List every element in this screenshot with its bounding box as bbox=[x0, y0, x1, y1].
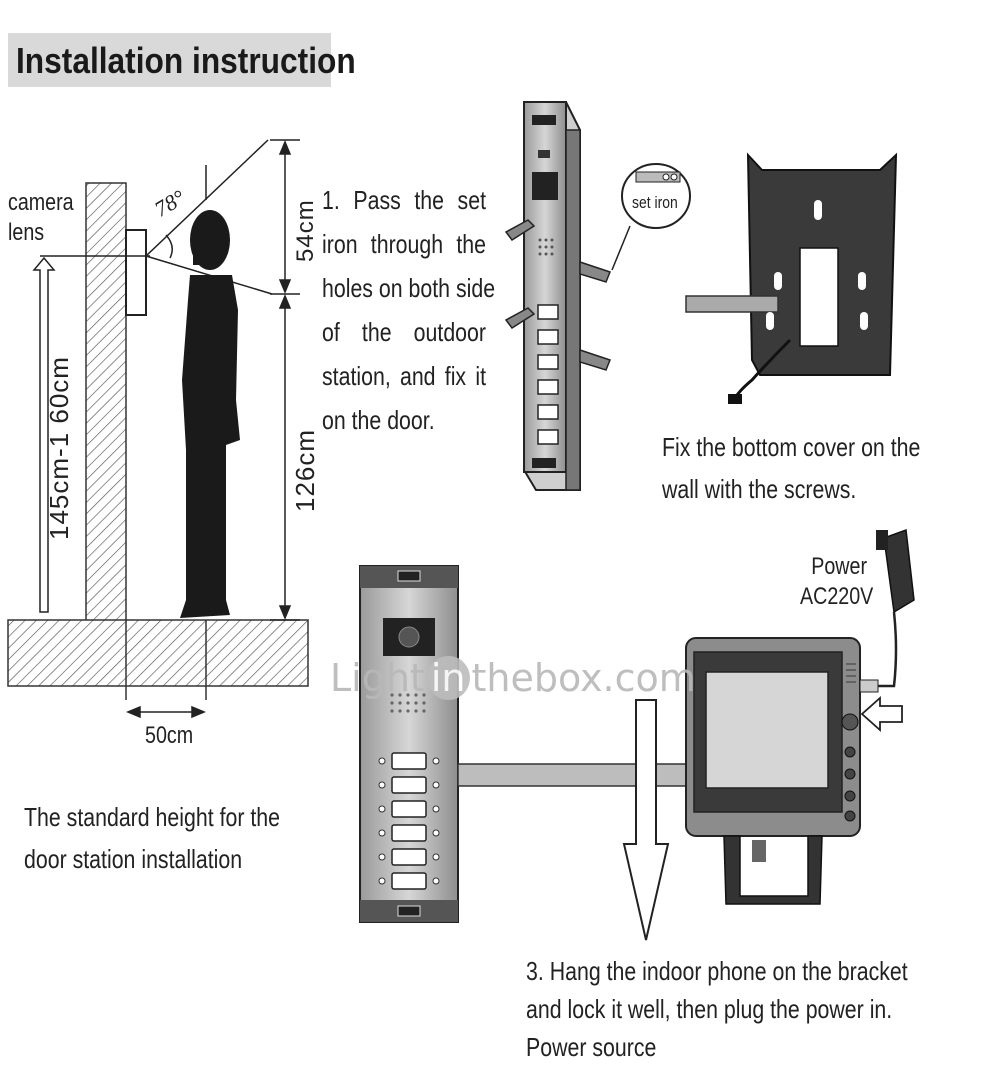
set-iron-label: set iron bbox=[632, 193, 678, 212]
power-adapter bbox=[859, 528, 915, 693]
step1-line: station, and fix it bbox=[322, 361, 486, 391]
power-label-line2: AC220V bbox=[800, 583, 874, 610]
left-caption-line2: door station installation bbox=[24, 844, 243, 874]
left-caption-line1: The standard height for the bbox=[24, 802, 281, 832]
step3-caption-line2: and lock it well, then plug the power in… bbox=[526, 994, 893, 1024]
outdoor-station-side-view bbox=[504, 101, 611, 491]
step2-caption: Fix the bottom cover on the wall with th… bbox=[662, 426, 920, 510]
step2-caption-line2: wall with the screws. bbox=[662, 474, 857, 504]
dim-top-label: 54cm bbox=[292, 199, 319, 262]
dim-width-label: 50cm bbox=[145, 722, 194, 749]
step1-line: holes on both side bbox=[322, 273, 496, 303]
step1-line: on the door. bbox=[322, 405, 435, 435]
plug-arrow bbox=[860, 695, 903, 733]
step3-caption-line1: 3. Hang the indoor phone on the bracket bbox=[526, 956, 908, 986]
watermark-pre: Light bbox=[330, 656, 425, 700]
viewing-angle-lines bbox=[145, 139, 273, 295]
power-label-line1: Power bbox=[811, 553, 867, 580]
camera-label: camera lens bbox=[8, 188, 74, 248]
step1-line: of the outdoor bbox=[322, 317, 486, 347]
power-label: Power AC220V bbox=[800, 552, 873, 612]
title-bar bbox=[8, 33, 331, 87]
set-iron-callout bbox=[611, 163, 691, 271]
person-silhouette bbox=[180, 210, 240, 618]
camera-unit bbox=[40, 229, 150, 316]
step3-caption: 3. Hang the indoor phone on the bracket … bbox=[526, 952, 908, 1066]
page-title: Installation instruction bbox=[16, 40, 356, 81]
step3-caption-line3: Power source bbox=[526, 1032, 657, 1062]
camera-label-line1: camera bbox=[8, 189, 74, 216]
height-range-label: 145cm-1 60cm bbox=[44, 356, 74, 540]
dim-bottom-label: 126cm bbox=[290, 428, 320, 512]
step1-line: iron through the bbox=[322, 229, 486, 259]
watermark-logo: in bbox=[426, 656, 470, 700]
step2-caption-line1: Fix the bottom cover on the bbox=[662, 432, 921, 462]
bottom-cover-bracket bbox=[685, 152, 898, 404]
dimension-lines bbox=[126, 139, 300, 719]
indoor-monitor bbox=[685, 637, 861, 905]
step1-line: 1. Pass the set bbox=[322, 185, 486, 215]
outdoor-station-front bbox=[359, 565, 459, 923]
height-range-arrow bbox=[32, 256, 56, 613]
watermark-post: thebox.com bbox=[471, 656, 696, 700]
left-caption: The standard height for the door station… bbox=[24, 796, 280, 880]
step1-text: 1. Pass the set iron through the holes o… bbox=[322, 178, 496, 442]
camera-label-line2: lens bbox=[8, 219, 45, 246]
down-arrow bbox=[622, 699, 670, 941]
